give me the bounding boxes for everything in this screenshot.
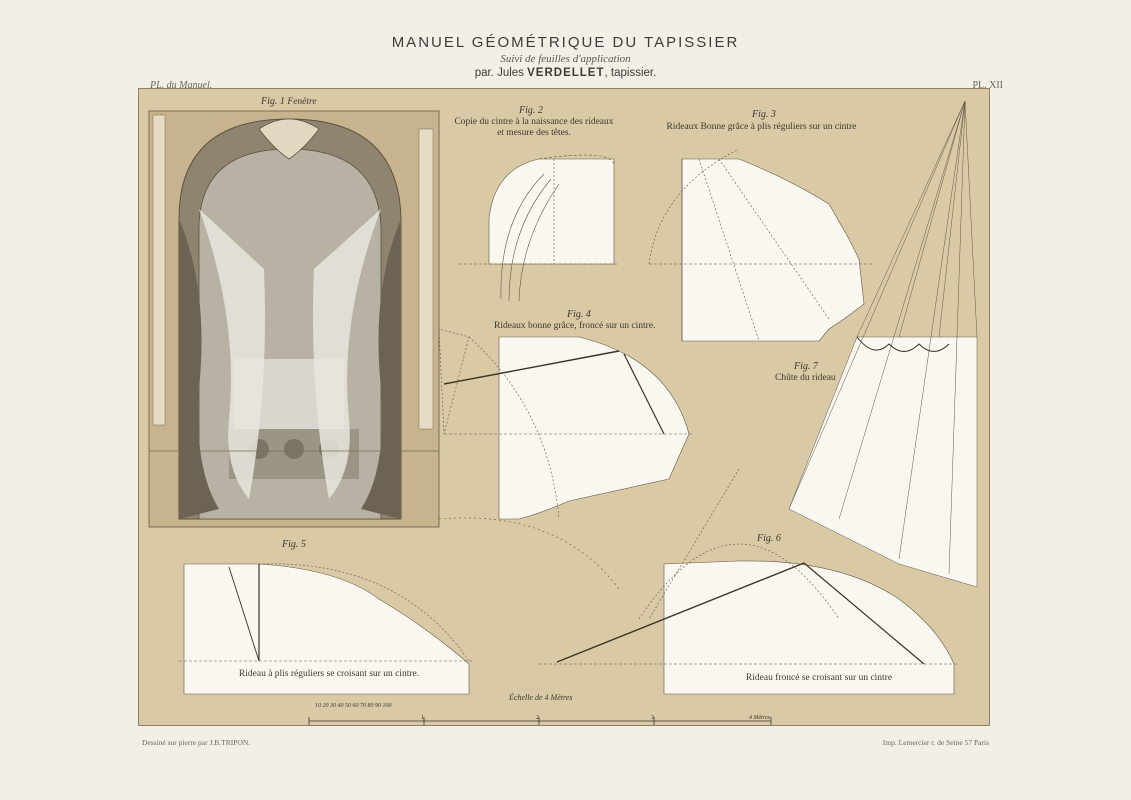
figure-5-drawing	[179, 517, 620, 695]
corner-right-label: PL. XII	[972, 80, 1003, 91]
fig6-caption: Rideau froncé se croisant sur un cintre	[745, 673, 893, 683]
plate-frame: Fig. 1 Fenêtre Fig. 2 Copie du cintre à …	[138, 88, 990, 726]
scale-mark-3: 3	[651, 715, 654, 721]
figure-6-drawing	[539, 468, 959, 695]
plate-subtitle: Suivi de feuilles d'application	[500, 53, 631, 65]
figure-3-drawing	[648, 148, 874, 342]
fig2-label: Fig. 2	[519, 105, 543, 116]
fig4-caption: Rideaux bonne grâce, froncé sur un cintr…	[494, 321, 656, 331]
fig4-label: Fig. 4	[567, 309, 591, 320]
scale-mark-2: 2	[536, 715, 539, 721]
window-illustration	[148, 110, 440, 528]
plate-author: par. Jules VERDELLET, tapissier.	[0, 67, 1131, 79]
figure-7-drawing	[788, 100, 978, 588]
figure-4-drawing	[438, 328, 694, 520]
fig7-caption: Chûte du rideau	[775, 373, 836, 383]
fig3-label: Fig. 3	[752, 109, 776, 120]
fig5-caption: Rideau à plis réguliers se croisant sur …	[238, 669, 420, 679]
scale-end: 4 Mètres	[749, 715, 770, 721]
footer-printer: Imp. Lemercier r. de Seine 57 Paris	[882, 738, 989, 747]
footer-engraver: Dessiné sur pierre par J.B.TRIPON.	[142, 738, 251, 747]
author-prefix: par.	[474, 67, 494, 79]
fig6-label: Fig. 6	[757, 533, 781, 544]
fig1-label: Fig. 1 Fenêtre	[261, 96, 317, 107]
author-suffix: , tapissier.	[604, 67, 657, 79]
fig1-caption: Fenêtre	[287, 97, 317, 107]
plate-title: MANUEL GÉOMÉTRIQUE DU TAPISSIER	[391, 34, 740, 51]
plate-drawing	[148, 100, 978, 725]
scale-ticks: 10 20 30 40 50 60 70 80 90 100	[315, 703, 392, 709]
author-first-name: Jules	[497, 67, 524, 79]
scale-mark-1: 1	[421, 715, 424, 721]
fig5-label: Fig. 5	[282, 539, 306, 550]
scale-bar	[308, 717, 772, 725]
fig3-caption: Rideaux Bonne grâce à plis réguliers sur…	[666, 122, 857, 132]
scale-label: Échelle de 4 Mètres	[509, 693, 573, 702]
fig2-caption: Copie du cintre à la naissance des ridea…	[454, 117, 614, 138]
author-last-name: VERDELLET	[527, 67, 605, 79]
fig7-label: Fig. 7	[794, 361, 818, 372]
figure-2-drawing	[459, 154, 619, 302]
corner-left-label: PL. du Manuel.	[150, 80, 213, 91]
